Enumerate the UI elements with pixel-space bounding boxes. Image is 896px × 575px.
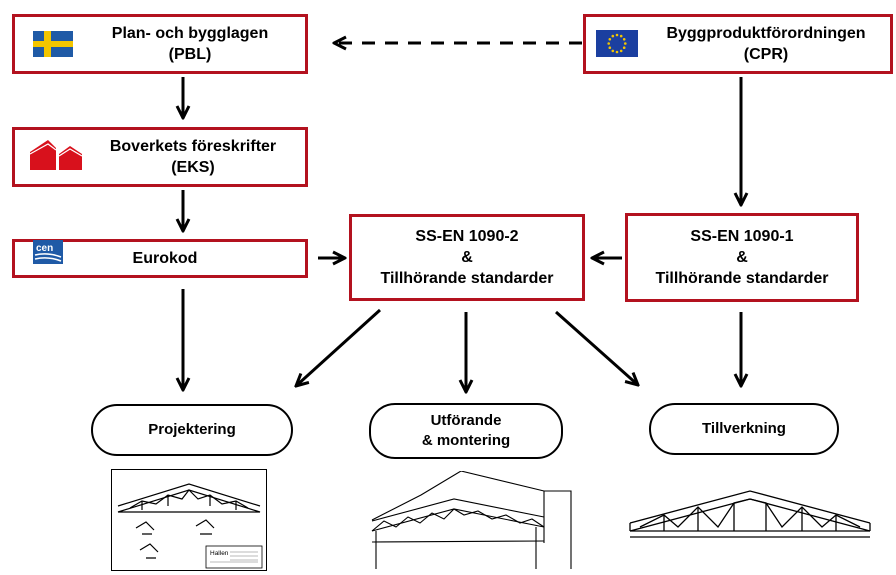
truss-illustration: [626, 483, 874, 545]
pill-projektering: Projektering: [91, 404, 293, 456]
box-eks-line2: (EKS): [171, 159, 215, 176]
cen-logo-text: cen: [36, 243, 53, 254]
box-pbl-line1: Plan- och bygglagen: [111, 25, 269, 42]
arrow-en1090-2-to-tillverkning: [555, 310, 638, 385]
pill-projektering-label: Projektering: [148, 421, 236, 438]
swedish-flag-icon: [33, 31, 73, 57]
cen-logo-icon: cen: [33, 240, 63, 264]
box-pbl: Plan- och bygglagen (PBL): [12, 14, 308, 74]
box-en1090-1-line1: SS-EN 1090-1: [690, 228, 794, 245]
box-en1090-1: SS-EN 1090-1 & Tillhörande standarder: [625, 213, 859, 302]
box-en1090-1-line2: &: [736, 249, 748, 266]
box-pbl-line2: (PBL): [168, 46, 212, 63]
box-en1090-2-line2: &: [461, 249, 473, 266]
box-en1090-2-line1: SS-EN 1090-2: [415, 228, 519, 245]
hall-truss-illustration: [366, 470, 576, 569]
pill-utforande-line2: & montering: [421, 432, 511, 449]
hallen-label: Hallen: [210, 550, 229, 557]
box-eks-line1: Boverkets föreskrifter: [109, 138, 277, 155]
pill-tillverkning: Tillverkning: [649, 403, 839, 455]
eu-flag-icon: [596, 30, 638, 57]
pill-utforande-line1: Utförande: [430, 412, 502, 429]
box-eurokod-label: Eurokod: [132, 250, 198, 267]
arrow-en1090-2-to-projektering: [296, 308, 382, 386]
box-en1090-2-line3: Tillhörande standarder: [380, 270, 554, 287]
box-cpr-line1: Byggproduktförordningen: [666, 25, 866, 42]
pill-tillverkning-label: Tillverkning: [702, 420, 786, 437]
pill-utforande: Utförande & montering: [369, 403, 563, 459]
truss-drawing: Hallen: [117, 483, 263, 569]
box-en1090-1-line3: Tillhörande standarder: [655, 270, 829, 287]
box-cpr-line2: (CPR): [743, 46, 789, 63]
design-drawing-sheet: Hallen: [111, 469, 267, 571]
box-en1090-2: SS-EN 1090-2 & Tillhörande standarder: [349, 214, 585, 301]
boverket-logo-icon: [28, 136, 84, 172]
